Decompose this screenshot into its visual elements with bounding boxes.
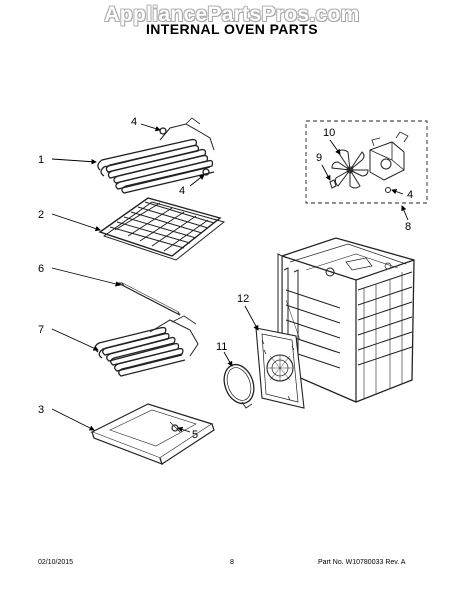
bake-element [94,315,199,377]
fan-ring [223,363,255,409]
convection-baffle [255,327,305,409]
callout-8: 8 [405,221,411,233]
callout-4-fan: 4 [407,189,413,201]
broil-element [97,117,215,194]
callout-10: 10 [323,127,335,139]
callout-labels: 1 4 4 2 6 7 3 5 12 11 10 9 4 8 [38,116,413,441]
footer-part-number: Part No. W10780033 Rev. A [318,559,406,566]
callout-6: 6 [38,263,44,275]
callout-11: 11 [216,341,227,353]
oven-rack [98,197,226,261]
bottom-cover [90,403,215,466]
leader-lines [51,123,409,433]
footer-page-number: 8 [230,559,234,566]
callout-5: 5 [192,429,198,441]
callout-12: 12 [237,293,249,305]
callout-4-top: 4 [131,116,137,128]
diagram-title: INTERNAL OVEN PARTS [146,21,318,37]
watermark: AppliancePartsPros.com [104,3,360,26]
callout-1: 1 [38,154,44,166]
footer-date: 02/10/2015 [38,559,74,566]
trim-strip [117,282,181,316]
callout-9: 9 [316,152,322,164]
callout-2: 2 [38,209,44,221]
callout-7: 7 [38,324,44,336]
callout-3: 3 [38,404,44,416]
callout-4-element: 4 [179,185,185,197]
